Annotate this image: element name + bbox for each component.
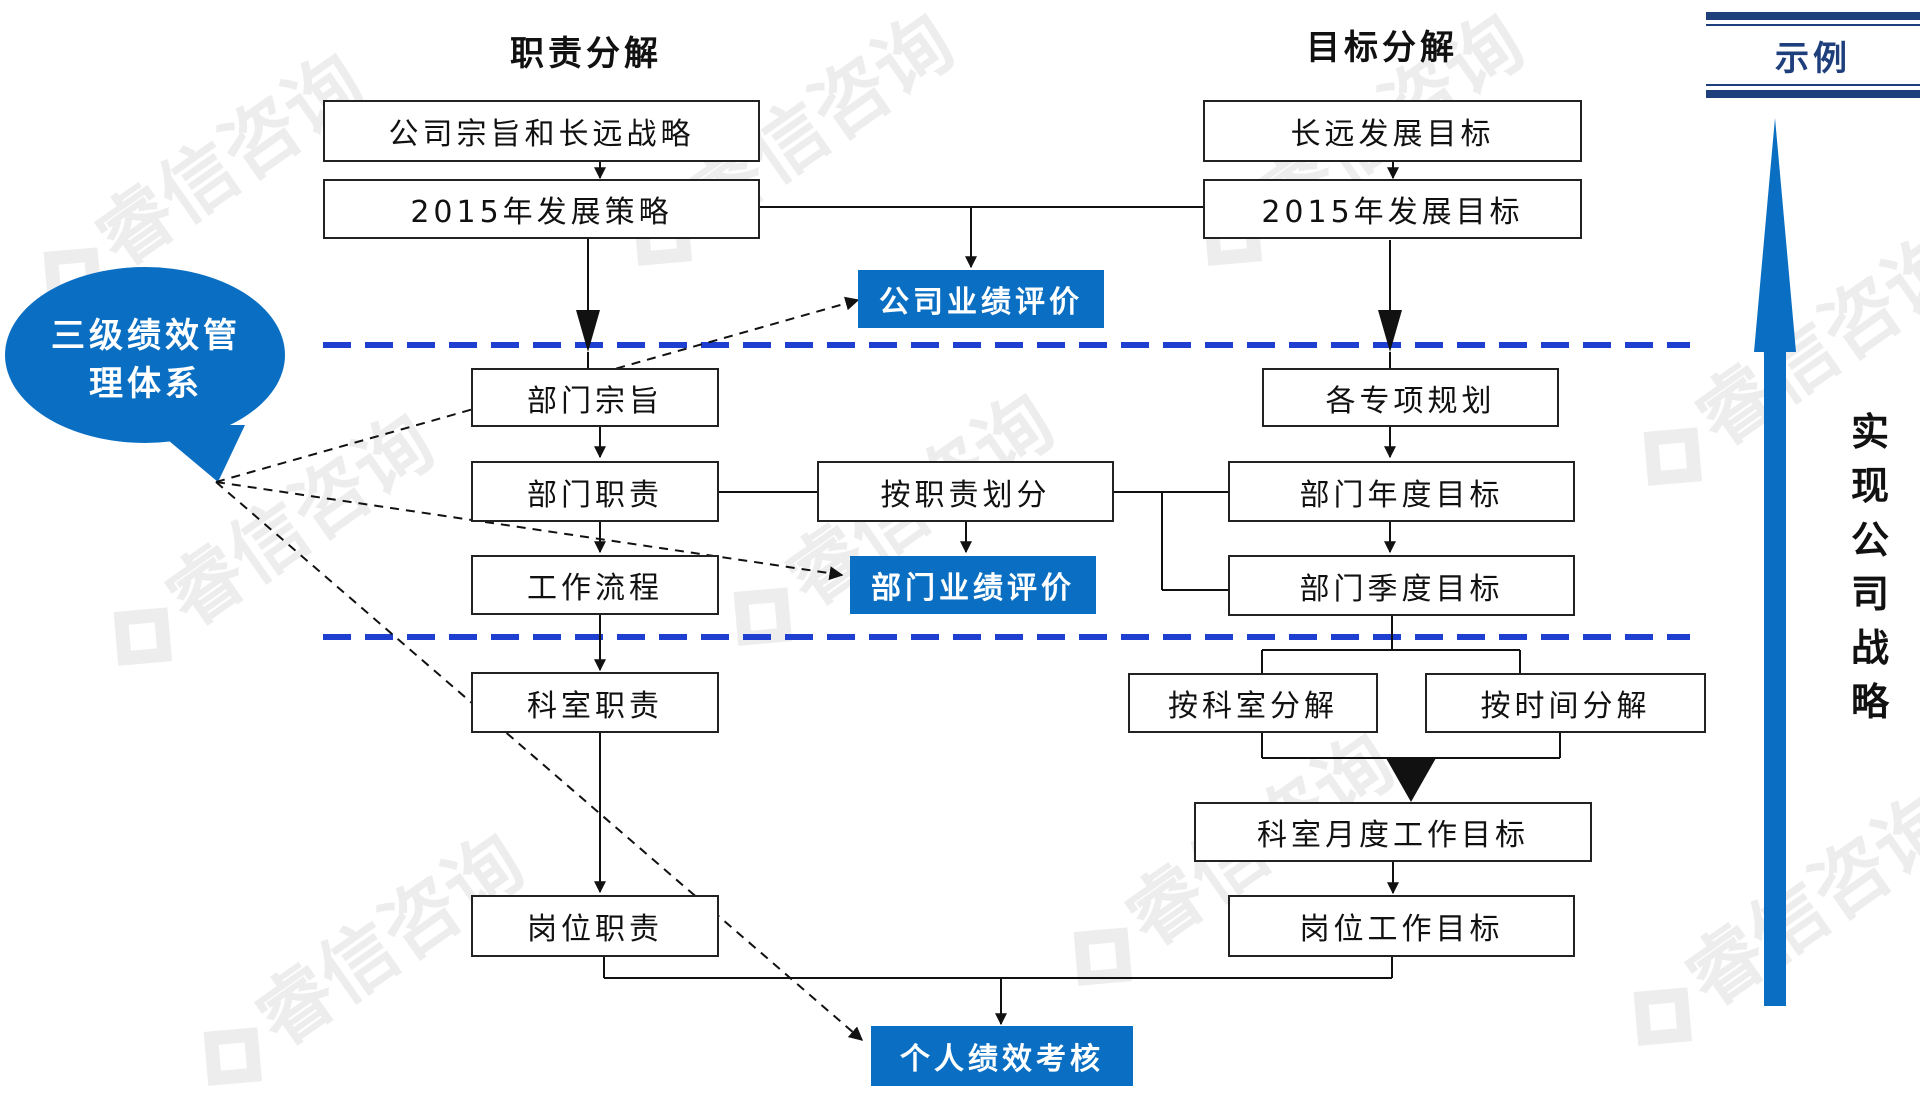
box-section-duty: 科室职责: [471, 672, 719, 733]
box-dept-annual: 部门年度目标: [1228, 461, 1575, 522]
box-long-goal: 长远发展目标: [1203, 100, 1582, 162]
box-post-goal: 岗位工作目标: [1228, 895, 1575, 957]
box-workflow: 工作流程: [471, 555, 719, 615]
box-dept-duty: 部门职责: [471, 461, 719, 522]
header-goal-decomposition: 目标分解: [1306, 28, 1458, 68]
side-text-realize-strategy: 实现公司战略: [1850, 410, 1889, 724]
up-arrow-icon: [1754, 118, 1796, 1006]
speech-bubble: [5, 267, 285, 482]
box-dept-quarter: 部门季度目标: [1228, 555, 1575, 616]
box-section-monthly: 科室月度工作目标: [1194, 802, 1592, 862]
box-dept-mission: 部门宗旨: [471, 368, 719, 427]
header-duty-decomposition: 职责分解: [510, 34, 662, 74]
box-2015-strategy: 2015年发展策略: [323, 179, 760, 239]
box-by-section: 按科室分解: [1128, 673, 1378, 733]
box-personal-eval: 个人绩效考核: [871, 1026, 1133, 1086]
box-post-duty: 岗位职责: [471, 895, 719, 957]
diagram-canvas: 睿信咨询 睿信咨询 睿信咨询 睿信咨询 睿信咨询 睿信咨询 睿信咨询 睿信咨询 …: [5, 0, 1920, 1086]
box-by-time: 按时间分解: [1425, 673, 1706, 733]
box-by-duty: 按职责划分: [817, 461, 1114, 522]
box-special-plans: 各专项规划: [1262, 368, 1559, 427]
box-2015-goal: 2015年发展目标: [1203, 179, 1582, 239]
bubble-label: 三级绩效管理体系: [51, 316, 241, 404]
example-label: 示例: [1706, 12, 1920, 98]
box-company-eval: 公司业绩评价: [858, 270, 1104, 328]
box-dept-eval: 部门业绩评价: [850, 556, 1096, 614]
connectors-layer: [5, 118, 1796, 1041]
box-company-mission: 公司宗旨和长远战略: [323, 100, 760, 162]
